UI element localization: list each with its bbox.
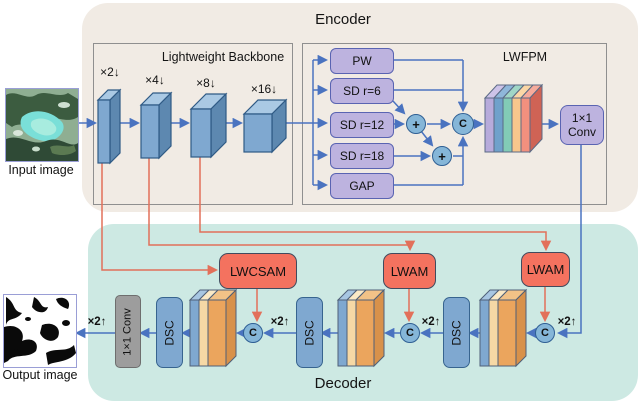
- block-label-x16: ×16↓: [250, 82, 278, 96]
- lwfpm-branch-pw: PW: [330, 48, 394, 74]
- lwfpm-title: LWFPM: [502, 50, 548, 64]
- output-image-label: Output image: [2, 368, 78, 382]
- dsc-box-1: DSC: [156, 297, 183, 368]
- decoder-stack-2: [336, 288, 386, 368]
- dsc-label-3: DSC: [449, 319, 464, 346]
- backbone-block-x16: [242, 98, 288, 154]
- attention-lwam-2: LWAM: [521, 252, 570, 287]
- encoder-feature-stack: [483, 83, 544, 154]
- add-node-2: +: [432, 146, 452, 166]
- dsc-label-1: DSC: [162, 319, 177, 346]
- output-image: [3, 294, 77, 368]
- lwfpm-branch-sd18: SD r=18: [330, 143, 394, 169]
- decoder-conv1x1-box: 1×1 Conv: [115, 295, 141, 368]
- upsample-label-2: ×2↑: [421, 316, 441, 328]
- encoder-conv1x1-line2: Conv: [567, 125, 596, 139]
- upsample-label-output: ×2↑: [87, 316, 107, 328]
- input-image: [5, 88, 79, 162]
- input-image-label: Input image: [8, 163, 74, 177]
- lwfpm-branch-gap: GAP: [330, 173, 394, 199]
- decoder-stack-1: [188, 288, 238, 368]
- decoder-feature-stacks: [188, 288, 528, 368]
- backbone-block-x8: [189, 92, 228, 159]
- block-label-x2: ×2↓: [100, 65, 120, 79]
- skip-connection-lines: [101, 152, 552, 323]
- attention-lwam-1: LWAM: [383, 253, 436, 289]
- flow-lines: [74, 54, 582, 339]
- dsc-box-3: DSC: [443, 297, 470, 368]
- add-node-1: +: [406, 114, 426, 134]
- encoder-conv1x1-line1: 1×1: [571, 110, 593, 125]
- concat-node-decoder-1: C: [243, 323, 263, 343]
- concat-node-decoder-3: C: [535, 323, 555, 343]
- backbone-block-x4: [139, 91, 173, 160]
- input-image-graphic: [6, 89, 78, 161]
- upsample-label-1: ×2↑: [270, 316, 290, 328]
- backbone-blocks: [96, 88, 288, 165]
- dsc-box-2: DSC: [296, 297, 323, 368]
- attention-lwcsam: LWCSAM: [219, 253, 297, 289]
- encoder-title: Encoder: [315, 11, 371, 28]
- lwfpm-box: [302, 43, 607, 205]
- dsc-label-2: DSC: [302, 319, 317, 346]
- block-label-x4: ×4↓: [145, 73, 165, 87]
- decoder-stack-3: [478, 288, 528, 368]
- block-label-x8: ×8↓: [196, 76, 216, 90]
- decoder-conv1x1-label: 1×1 Conv: [122, 307, 134, 356]
- lwfpm-branch-sd6: SD r=6: [330, 78, 394, 104]
- encoder-conv1x1-box: 1×1 Conv: [560, 105, 604, 145]
- backbone-title: Lightweight Backbone: [161, 50, 285, 64]
- lwfpm-branch-sd12: SD r=12: [330, 112, 394, 138]
- concat-node-decoder-2: C: [400, 323, 420, 343]
- concat-node-encoder: C: [452, 113, 474, 135]
- output-image-graphic: [4, 295, 76, 367]
- backbone-block-x2: [96, 88, 122, 165]
- upsample-label-3: ×2↑: [557, 316, 577, 328]
- decoder-title: Decoder: [314, 375, 372, 392]
